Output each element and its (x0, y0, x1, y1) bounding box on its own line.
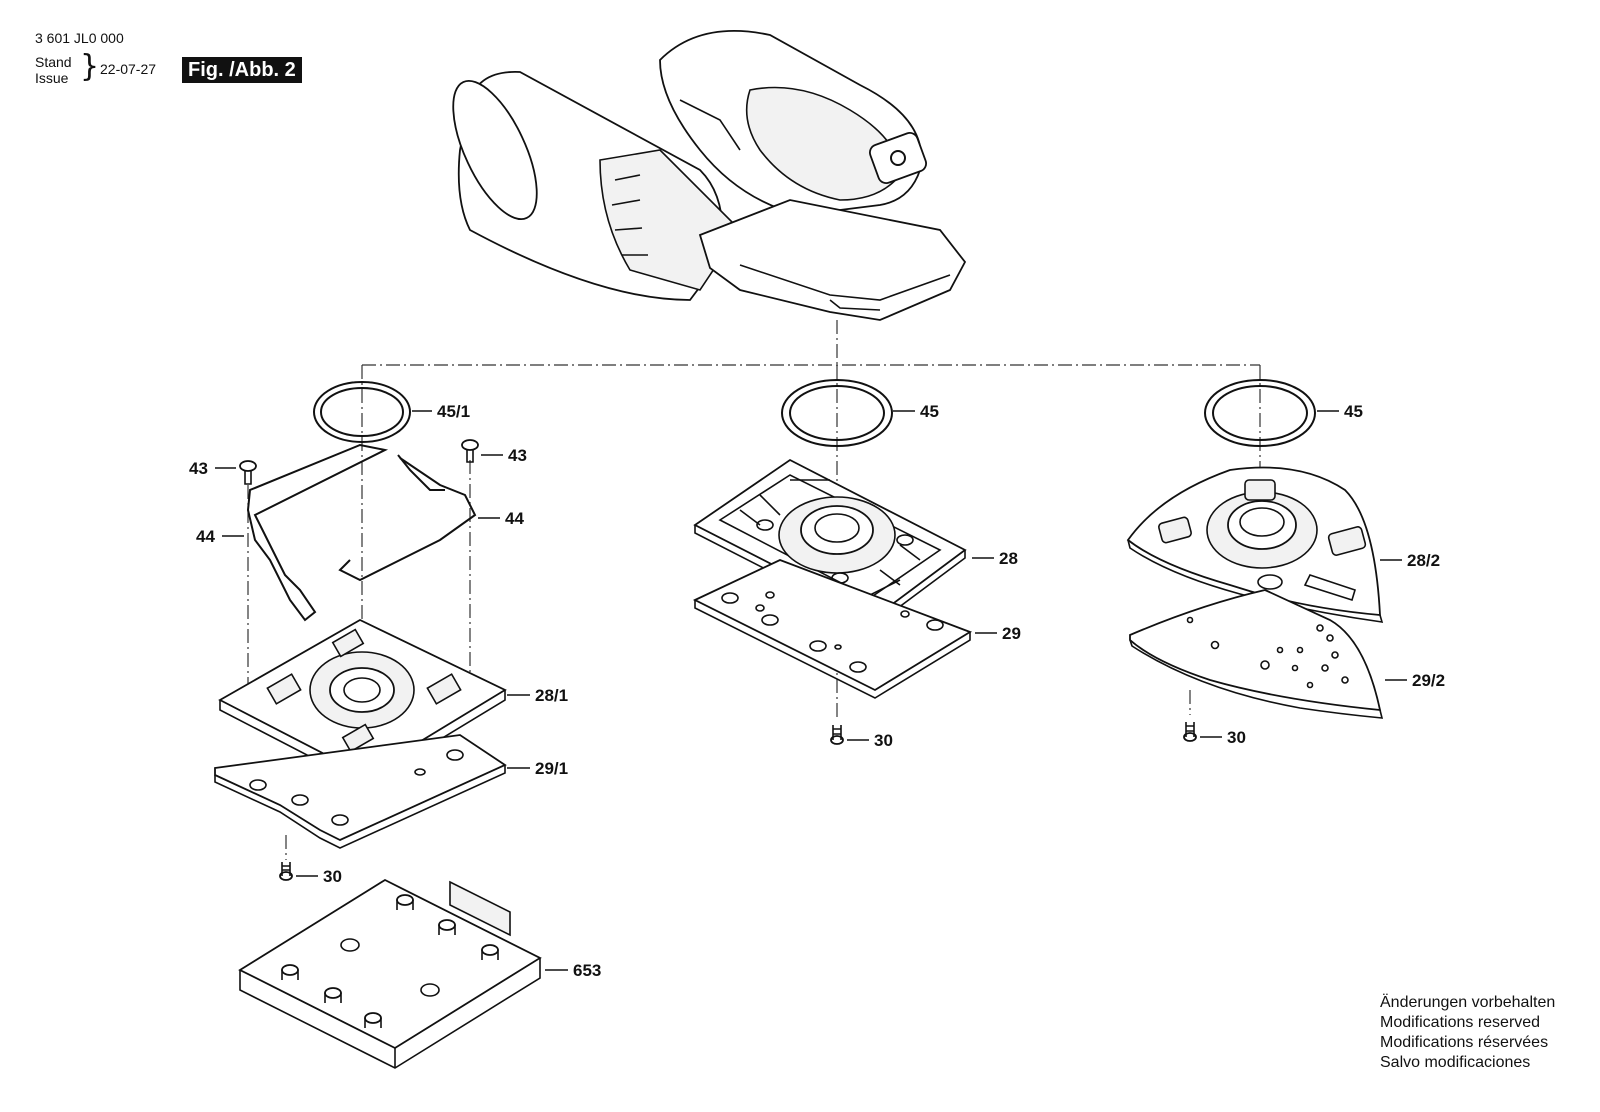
screw-30-right-icon (1183, 722, 1197, 742)
stand-label: Stand (35, 54, 72, 70)
part-label-43-right: 43 (508, 446, 527, 465)
screw-43-left-icon (239, 460, 257, 485)
left-assembly (214, 381, 542, 1069)
part-label-28-2: 28/2 (1407, 551, 1440, 570)
part-label-29-1: 29/1 (535, 759, 568, 778)
callout-ticks (215, 410, 1407, 971)
issue-label: Issue (35, 70, 69, 86)
part-label-45-right: 45 (1344, 402, 1363, 421)
part-label-45-1: 45/1 (437, 402, 470, 421)
part-label-653: 653 (573, 961, 601, 980)
part-label-29: 29 (1002, 624, 1021, 643)
part-label-30-mid: 30 (874, 731, 893, 750)
part-label-28-1: 28/1 (535, 686, 568, 705)
screw-30-middle-icon (830, 725, 844, 745)
part-label-29-2: 29/2 (1412, 671, 1445, 690)
issue-date: 22-07-27 (100, 61, 157, 77)
brace-icon: } (80, 49, 100, 84)
note-fr: Modifications réservées (1380, 1034, 1549, 1051)
part-labels: 45/1 43 43 44 44 28/1 29/1 30 653 45 28 … (189, 402, 1445, 980)
document-number: 3 601 JL0 000 (35, 30, 124, 46)
right-assembly (1126, 379, 1384, 742)
part-label-43-left: 43 (189, 459, 208, 478)
part-label-44-left: 44 (196, 527, 215, 546)
modification-notes: Änderungen vorbehalten Modifications res… (1380, 993, 1555, 1073)
part-label-30-left: 30 (323, 867, 342, 886)
part-label-45-mid: 45 (920, 402, 939, 421)
sander-body-illustration (452, 30, 967, 321)
screw-43-right-icon (461, 439, 479, 463)
note-de: Änderungen vorbehalten (1380, 994, 1556, 1011)
part-label-44-right: 44 (505, 509, 524, 528)
middle-assembly (692, 379, 973, 745)
note-es: Salvo modificaciones (1380, 1054, 1531, 1071)
part-label-30-right: 30 (1227, 728, 1246, 747)
note-en: Modifications reserved (1380, 1014, 1541, 1031)
part-label-28: 28 (999, 549, 1018, 568)
figure-label: Fig. /Abb. 2 (182, 57, 302, 83)
screw-30-left-icon (279, 862, 293, 881)
